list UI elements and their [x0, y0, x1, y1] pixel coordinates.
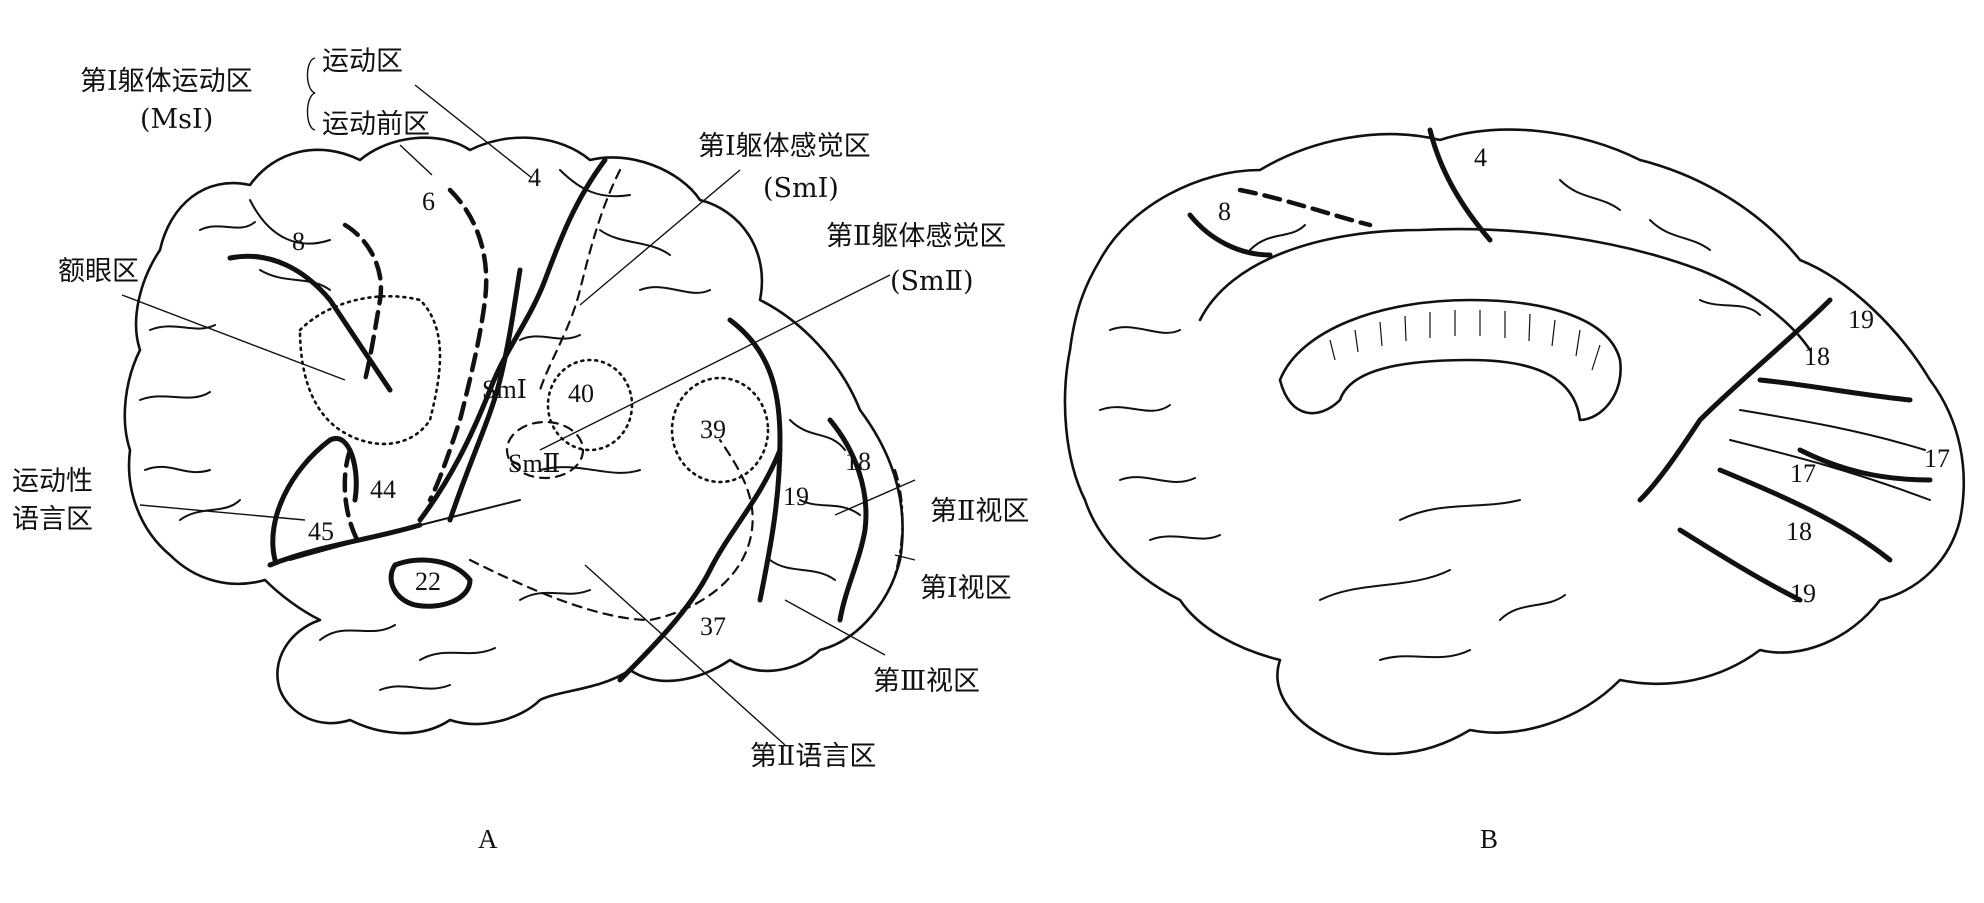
premotor-boundary	[430, 190, 486, 500]
medial-area-17-right: 17	[1924, 444, 1950, 473]
label-somatosensory-1-abbr: (SmⅠ)	[763, 173, 839, 204]
label-motor-area: 运动区	[322, 46, 403, 77]
lateral-hemisphere-view	[125, 138, 903, 734]
area-number-39: 39	[700, 415, 726, 444]
area-number-37: 37	[700, 612, 726, 641]
label-frontal-eye-field: 额眼区	[58, 256, 139, 287]
leader-language-2	[585, 565, 785, 745]
area-number-18: 18	[845, 447, 871, 476]
medial-area-19-bottom: 19	[1790, 579, 1816, 608]
frontal-eye-field-region	[300, 296, 440, 444]
medial-frontal-gyri	[1100, 225, 1305, 540]
label-motor-speech-1: 运动性	[12, 466, 93, 497]
medial-hemisphere-view	[1065, 130, 1964, 754]
label-language-2: 第Ⅱ语言区	[750, 741, 876, 772]
label-visual-1: 第Ⅰ视区	[920, 573, 1012, 604]
medial-parietal-gyri	[1560, 180, 1760, 315]
area-number-19: 19	[783, 482, 809, 511]
medial-area8-dashed	[1240, 190, 1370, 225]
label-visual-3: 第Ⅲ视区	[873, 666, 980, 697]
label-sm2-inline: SmⅡ	[508, 449, 560, 478]
label-somatosensory-2-abbr: (SmⅡ)	[890, 266, 974, 297]
leader-motor-area	[415, 85, 532, 178]
label-motor-speech-2: 语言区	[12, 504, 93, 535]
motor-bracket	[308, 58, 316, 130]
lateral-labels: 第Ⅰ躯体运动区 (MsⅠ) 运动区 运动前区 额眼区 运动性 语言区 第Ⅰ躯体感…	[12, 46, 1029, 854]
corpus-callosum	[1280, 300, 1621, 420]
lingual-boundary	[1680, 530, 1800, 600]
label-sm1-inline: SmⅠ	[482, 375, 527, 404]
medial-temporal-gyri	[1320, 500, 1565, 660]
area-number-4: 4	[528, 163, 541, 192]
label-somatic-motor-abbr: (MsⅠ)	[140, 104, 213, 135]
lateral-sulcus	[270, 525, 420, 565]
area-number-8: 8	[292, 227, 305, 256]
label-somatosensory-1: 第Ⅰ躯体感觉区	[698, 131, 871, 162]
temporal-gyrus-lines	[290, 467, 640, 690]
medial-labels: 4 8 19 18 17 17 18 19 B	[1218, 143, 1950, 854]
leader-premotor	[400, 145, 432, 175]
medial-area-18-top: 18	[1804, 342, 1830, 371]
area-number-40: 40	[568, 379, 594, 408]
leader-somatosensory-1	[580, 170, 740, 305]
panel-label-a: A	[478, 824, 498, 854]
label-visual-2: 第Ⅱ视区	[930, 496, 1029, 527]
medial-area-8: 8	[1218, 197, 1231, 226]
medial-area18-boundary	[1800, 450, 1930, 480]
area-number-22: 22	[415, 567, 441, 596]
area37-boundary	[620, 450, 780, 680]
parietal-gyrus-lines	[520, 170, 710, 340]
label-premotor-area: 运动前区	[322, 109, 430, 140]
medial-area-19-top: 19	[1848, 305, 1874, 334]
label-somatosensory-2: 第Ⅱ躯体感觉区	[826, 221, 1006, 252]
medial-area-17-mid: 17	[1790, 459, 1816, 488]
leader-frontal-eye	[122, 295, 345, 380]
visual-area-boundary	[730, 320, 780, 600]
leader-visual-3	[785, 600, 885, 655]
area-number-45: 45	[308, 517, 334, 546]
medial-area-4: 4	[1474, 143, 1487, 172]
label-somatic-motor-group: 第Ⅰ躯体运动区	[80, 66, 253, 97]
calcarine-upper-line	[1760, 380, 1910, 400]
area-number-44: 44	[370, 475, 396, 504]
medial-area-18-bottom: 18	[1786, 517, 1812, 546]
area-number-6: 6	[422, 187, 435, 216]
panel-label-b: B	[1480, 824, 1498, 854]
leader-visual-2	[835, 480, 915, 515]
